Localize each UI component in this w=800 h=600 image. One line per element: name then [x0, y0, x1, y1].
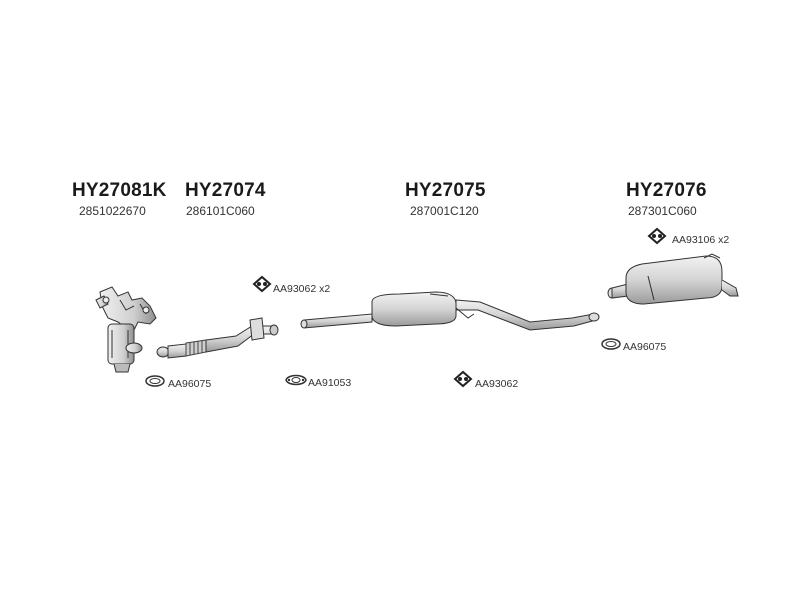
accessory-label-rear-hanger: AA93106 x2 [672, 234, 730, 246]
rear-silencer-part [607, 253, 739, 305]
accessory-label-front-hanger: AA93062 x2 [273, 283, 331, 295]
middle-silencer-part [300, 291, 600, 331]
accessory-label-flange-gasket: AA91053 [308, 377, 352, 389]
hanger-rubber-icon [453, 370, 473, 388]
oem-number-catalyst: 2851022670 [79, 204, 146, 218]
oem-number-rear-silencer: 287301C060 [628, 204, 697, 218]
front-pipe-part [156, 317, 279, 359]
oem-number-front-pipe: 286101C060 [186, 204, 255, 218]
gasket-ring-icon [145, 375, 165, 387]
gasket-ring-icon [601, 338, 621, 350]
accessory-label-cat-gasket: AA96075 [168, 378, 212, 390]
part-code-front-pipe: HY27074 [185, 180, 266, 201]
part-code-middle-silencer: HY27075 [405, 180, 486, 201]
part-code-catalyst: HY27081K [72, 180, 167, 201]
hanger-rubber-icon [647, 227, 667, 245]
hanger-rubber-icon [252, 275, 272, 293]
oem-number-middle-silencer: 287001C120 [410, 204, 479, 218]
part-code-rear-silencer: HY27076 [626, 180, 707, 201]
catalytic-converter-part [95, 286, 157, 373]
accessory-label-rear-gasket: AA96075 [623, 341, 667, 353]
gasket-flange-icon [285, 374, 307, 386]
accessory-label-middle-hanger: AA93062 [475, 378, 519, 390]
